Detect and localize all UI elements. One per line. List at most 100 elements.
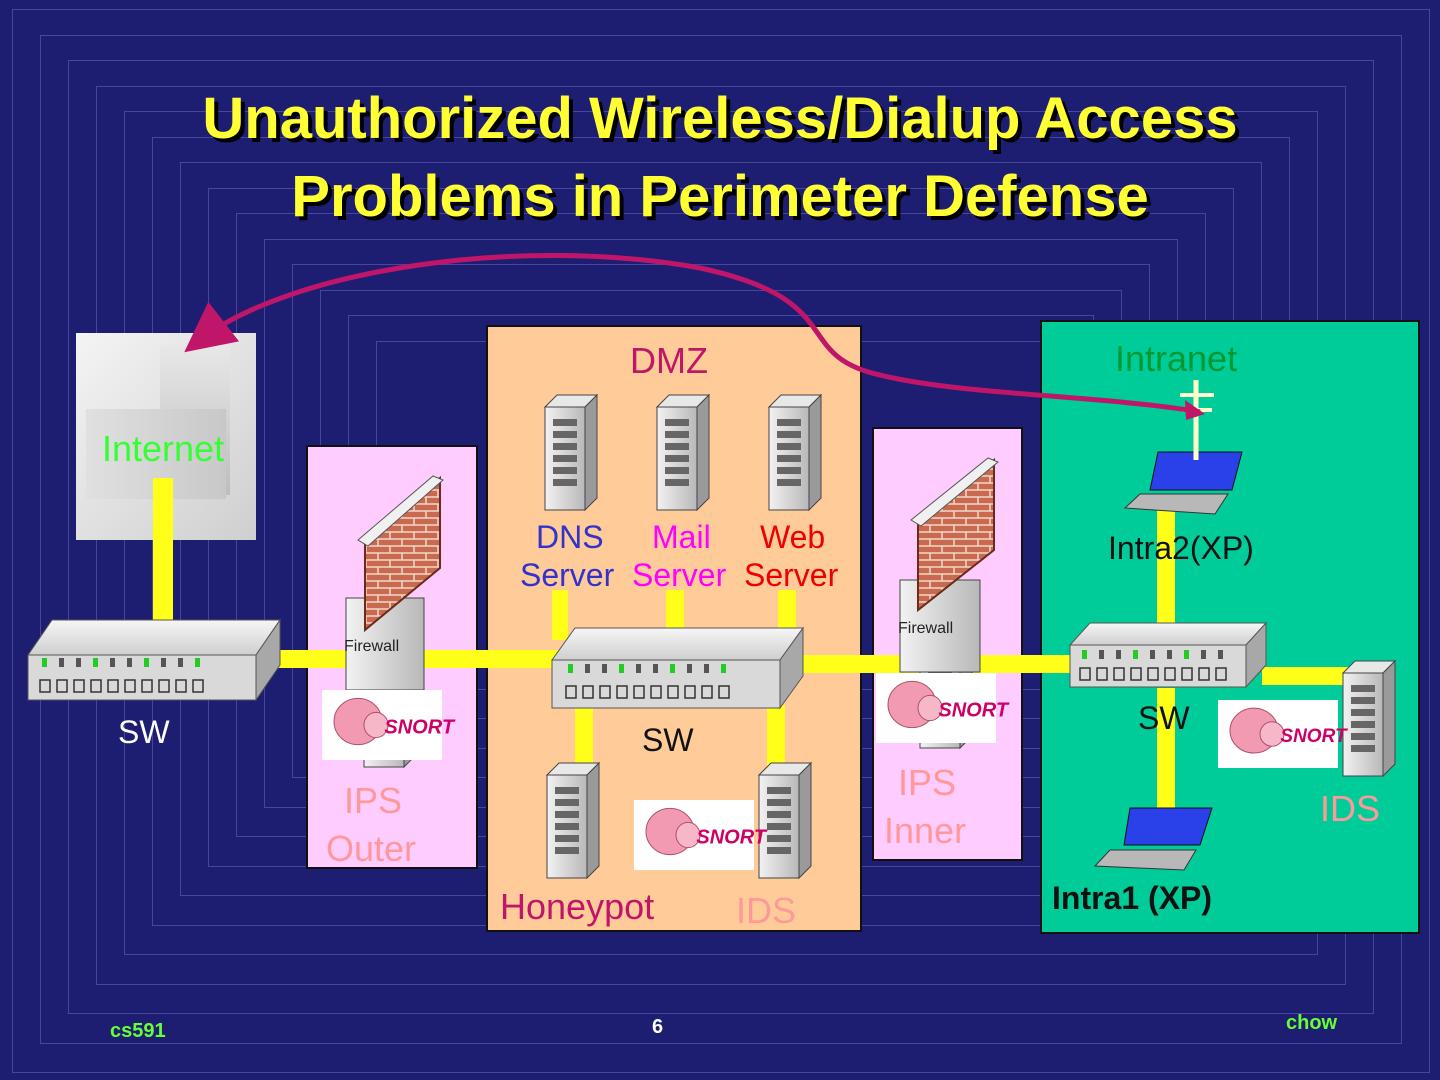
switch-port: [175, 679, 187, 693]
slide-title-line1: Unauthorized Wireless/Dialup Access: [202, 86, 1238, 151]
switch-port: [56, 679, 68, 693]
web-server-label-1: Web: [760, 519, 826, 555]
switch-ports: [39, 650, 1227, 699]
dns-server-label-1: DNS: [536, 519, 604, 555]
switch-port: [1215, 667, 1227, 681]
switch-led: [704, 664, 709, 673]
switch-port: [192, 679, 204, 693]
switch-port: [701, 685, 713, 699]
ips-outer-label-1: IPS: [344, 780, 403, 821]
switch-led: [585, 664, 590, 673]
sw-outer-label: SW: [118, 714, 170, 750]
switch-led: [110, 658, 115, 667]
background-frame: [12, 9, 1430, 1073]
ids-dmz-server-icon: [757, 761, 813, 880]
switch-led: [178, 658, 183, 667]
switch-led: [721, 664, 726, 673]
snort-logo-outer: SNORT: [322, 690, 456, 760]
footer-course: cs591: [110, 1020, 166, 1042]
switch-port: [1113, 667, 1125, 681]
switch-led: [602, 664, 607, 673]
switch-led: [1218, 650, 1223, 659]
switch-port: [1181, 667, 1193, 681]
web-server-icon: [767, 393, 823, 512]
ids-dmz-label: IDS: [736, 890, 797, 931]
switch-port: [107, 679, 119, 693]
switch-port: [90, 679, 102, 693]
switch-led: [636, 664, 641, 673]
switch-port: [39, 679, 51, 693]
switch-port: [565, 685, 577, 699]
snort-text: SNORT: [938, 699, 1009, 721]
attack-path-arrow: [184, 252, 1201, 415]
mail-server-icon: [655, 393, 711, 512]
slide-title-line2: Problems in Perimeter Defense: [291, 164, 1149, 229]
switch-led: [653, 664, 658, 673]
switch-port: [633, 685, 645, 699]
dmz-label: DMZ: [630, 340, 708, 381]
switch-led: [195, 658, 200, 667]
intra2-label: Intra2(XP): [1108, 530, 1254, 566]
laptop-intra2: [1123, 380, 1243, 515]
switch-port: [582, 685, 594, 699]
mail-server-label-1: Mail: [652, 519, 711, 555]
switch-port: [667, 685, 679, 699]
switch-outer: [27, 618, 281, 702]
switch-led: [76, 658, 81, 667]
switch-led: [1184, 650, 1189, 659]
intra1-label: Intra1 (XP): [1052, 880, 1213, 916]
switch-led: [161, 658, 166, 667]
switch-port: [1147, 667, 1159, 681]
switch-led: [1133, 650, 1138, 659]
switch-led: [687, 664, 692, 673]
wire-intra2: [1157, 510, 1175, 630]
switch-led: [144, 658, 149, 667]
switch-led: [670, 664, 675, 673]
switch-led: [1116, 650, 1121, 659]
firewall-outer-label: Firewall: [344, 638, 400, 655]
honeypot-server-icon: [545, 761, 601, 880]
switch-port: [616, 685, 628, 699]
switch-led: [42, 658, 47, 667]
switch-led: [1201, 650, 1206, 659]
switch-led: [1150, 650, 1155, 659]
dns-server-icon: [543, 393, 599, 512]
switch-port: [73, 679, 85, 693]
switch-led: [1167, 650, 1172, 659]
switch-led: [127, 658, 132, 667]
snort-logo-inner: SNORT: [876, 673, 1010, 743]
wire-intra1: [1157, 688, 1175, 813]
switch-port: [650, 685, 662, 699]
snort-text: SNORT: [696, 826, 767, 848]
switch-port: [1198, 667, 1210, 681]
switch-port: [599, 685, 611, 699]
switch-port: [1130, 667, 1142, 681]
switch-led: [1082, 650, 1087, 659]
wire-honeypot: [575, 705, 593, 767]
switch-port: [684, 685, 696, 699]
wire-ids-dmz: [767, 705, 785, 767]
honeypot-label: Honeypot: [500, 886, 655, 927]
switch-port: [141, 679, 153, 693]
switch-led: [1099, 650, 1104, 659]
attack-path-arrowhead-end: [1185, 400, 1205, 420]
snort-text: SNORT: [384, 716, 455, 738]
switch-led: [59, 658, 64, 667]
switch-port: [1096, 667, 1108, 681]
internet-label: Internet: [102, 428, 225, 469]
ips-inner-label-2: Inner: [884, 810, 967, 851]
sw-dmz-label: SW: [642, 722, 694, 758]
ids-intranet-label: IDS: [1320, 788, 1381, 829]
wire-ids-intranet: [1262, 667, 1352, 685]
footer-author: chow: [1286, 1012, 1338, 1034]
ids-intranet-server-icon: [1341, 659, 1397, 778]
firewall-outer: [345, 475, 444, 691]
switch-port: [718, 685, 730, 699]
switch-led: [568, 664, 573, 673]
switch-led: [619, 664, 624, 673]
web-server-label-2: Server: [744, 557, 839, 593]
ips-inner-label-1: IPS: [898, 762, 957, 803]
